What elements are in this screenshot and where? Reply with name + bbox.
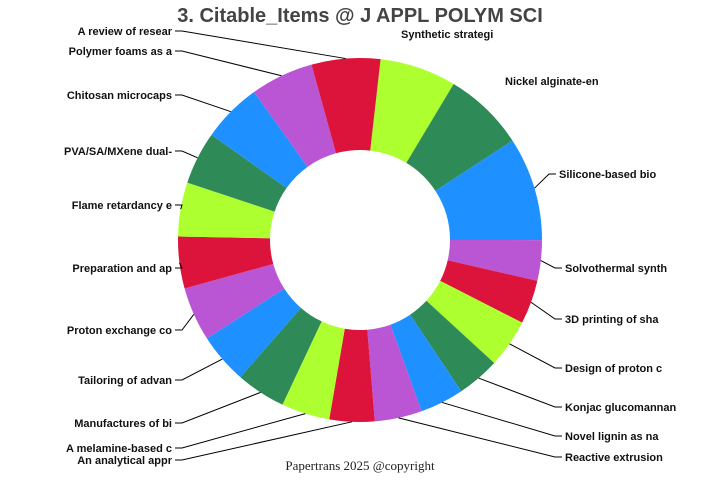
leader-line (540, 260, 562, 269)
slice-label: Solvothermal synth (565, 263, 667, 275)
slice-label: Flame retardancy e (72, 200, 172, 212)
leader-line (175, 204, 183, 210)
donut-slice (426, 280, 523, 363)
leader-line (175, 262, 183, 269)
slice-label: Polymer foams as a (69, 46, 173, 58)
donut-slice (184, 263, 285, 339)
slice-label: Silicone-based bio (559, 169, 656, 181)
donut-slice (178, 236, 274, 289)
leader-line (175, 421, 353, 461)
donut-slice (178, 182, 275, 239)
donut-slice (254, 64, 337, 167)
leader-line (175, 94, 232, 113)
slice-label: Tailoring of advan (78, 375, 172, 387)
donut-slice (440, 260, 538, 323)
donut-slice (206, 288, 301, 378)
slice-label: Manufactures of bi (74, 418, 172, 430)
donut-slice (435, 140, 542, 241)
copyright-footer: Papertrans 2025 @copyright (285, 458, 435, 473)
donut-slice (406, 83, 513, 191)
donut-slice (370, 59, 454, 163)
slice-label: Preparation and ap (72, 263, 172, 275)
leader-line (509, 343, 562, 369)
leader-line (175, 150, 198, 159)
leader-line (478, 377, 562, 408)
donut-slice (282, 321, 345, 420)
slice-label: 3D printing of sha (565, 314, 659, 326)
donut-slice (410, 300, 495, 392)
donut-slice (240, 307, 322, 405)
slice-label: Nickel alginate-en (505, 76, 599, 88)
donut-slice (329, 328, 375, 422)
donut-slice (390, 314, 462, 412)
slice-label: PVA/SA/MXene dual- (64, 146, 172, 158)
leader-line (175, 314, 195, 331)
leader-line (398, 417, 562, 458)
leader-line (534, 173, 556, 189)
donut-slice (311, 58, 381, 154)
leader-line (175, 413, 306, 449)
leader-line (175, 50, 282, 77)
leader-line (175, 30, 346, 60)
slice-label: Konjac glucomannan (565, 402, 677, 414)
slice-label: Reactive extrusion (565, 452, 663, 464)
chart-title: 3. Citable_Items @ J APPL POLYM SCI (177, 5, 543, 27)
donut-slice (367, 324, 422, 422)
slice-label: Design of proton c (565, 363, 662, 375)
donut-slice (447, 240, 542, 281)
slice-label: An analytical appr (77, 455, 172, 467)
leader-line (530, 301, 562, 320)
donut-slice (187, 134, 287, 212)
leader-line (175, 391, 261, 424)
donut-slice (211, 92, 308, 188)
slice-label: Chitosan microcaps (67, 90, 172, 102)
leader-line (441, 401, 562, 437)
slice-label: Novel lignin as na (565, 431, 659, 443)
slice-label: A review of resear (78, 26, 173, 38)
slice-label: Synthetic strategi (401, 29, 493, 41)
leader-line (175, 358, 223, 381)
slice-label: A melamine-based c (66, 443, 172, 455)
slice-label: Proton exchange co (67, 325, 172, 337)
